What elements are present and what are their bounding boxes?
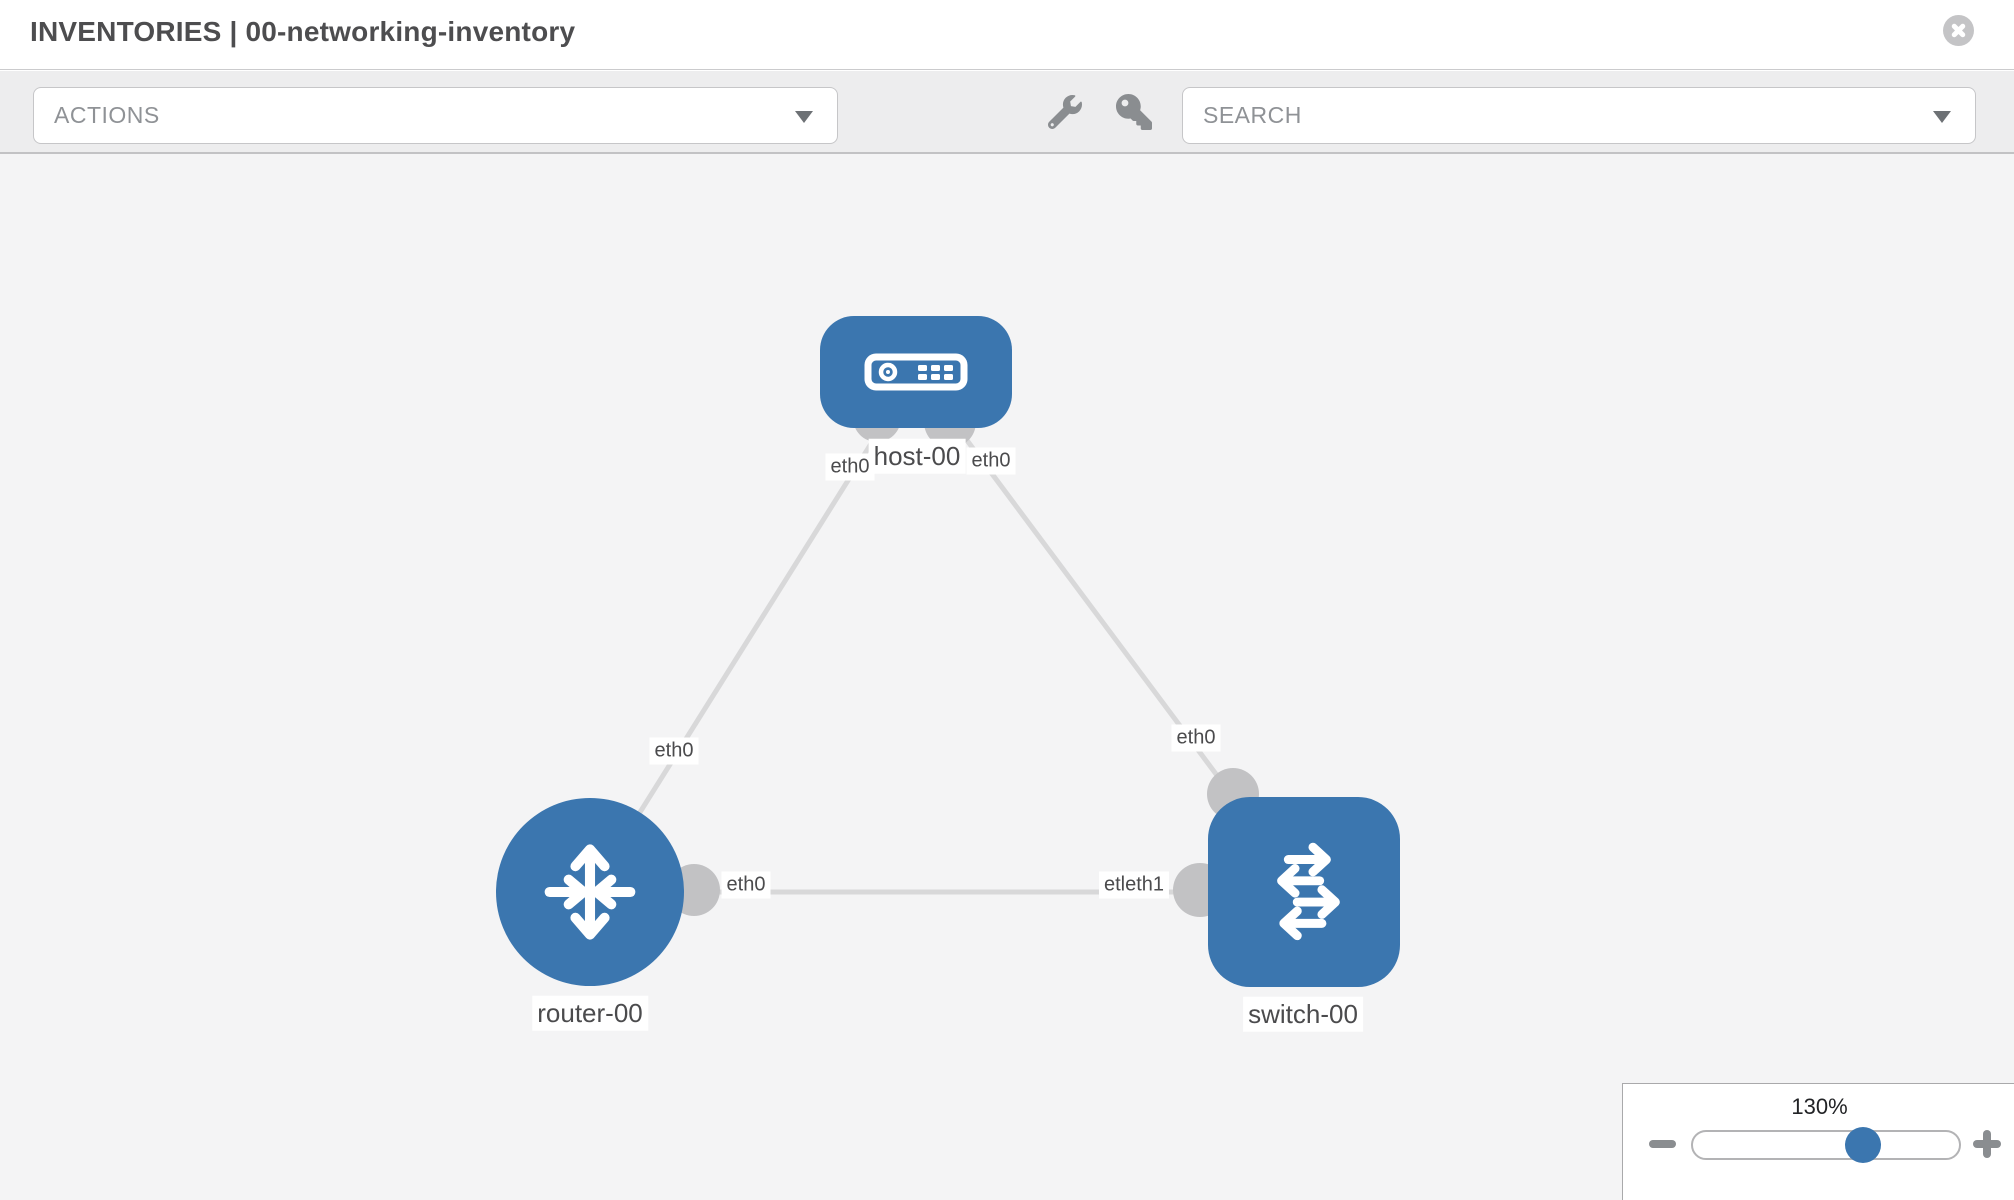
zoom-level-label: 130% [1791,1094,1848,1119]
tools-button[interactable] [1046,93,1084,131]
search-dropdown[interactable]: SEARCH [1182,87,1976,144]
zoom-control-panel: 130% [1622,1083,2014,1200]
interface-label-eth1: etleth1 [1098,871,1170,899]
zoom-slider-track[interactable] [1691,1130,1961,1160]
node-label-host-00: host-00 [868,438,966,474]
node-host-00[interactable] [820,316,1012,428]
zoom-out-button[interactable] [1649,1140,1676,1148]
search-dropdown-label: SEARCH [1203,102,1302,128]
page-title: INVENTORIES | 00-networking-inventory [30,16,576,47]
links-layer [587,370,1307,917]
topology-canvas[interactable]: host-00 eth0 eth0 eth0 eth0 eth0 etleth1… [0,154,2014,1200]
host-device-icon [864,353,968,391]
actions-dropdown[interactable]: ACTIONS [33,87,838,144]
node-switch-00[interactable] [1208,797,1400,987]
close-button[interactable] [1943,15,1974,46]
zoom-slider-thumb[interactable] [1845,1127,1881,1163]
header: INVENTORIES | 00-networking-inventory [0,0,2014,70]
chevron-down-icon [795,110,813,123]
node-router-00[interactable] [496,798,684,986]
credentials-button[interactable] [1115,93,1153,131]
router-arrows-icon [544,844,636,940]
key-icon [1116,93,1152,130]
actions-dropdown-label: ACTIONS [54,102,160,128]
interface-label-eth0: eth0 [649,737,699,765]
chevron-down-icon [1933,110,1951,123]
wrench-icon [1048,94,1082,129]
interface-label-eth0: eth0 [1171,724,1221,752]
switch-arrows-icon [1277,842,1340,941]
interface-label-eth0: eth0 [825,453,875,481]
node-label-router-00: router-00 [532,995,648,1031]
interface-label-eth0: eth0 [966,447,1016,475]
interface-label-eth0: eth0 [721,871,771,899]
toolbar: ACTIONS SEARCH [0,71,2014,154]
node-label-switch-00: switch-00 [1243,996,1363,1032]
zoom-in-button[interactable] [1973,1130,2001,1158]
